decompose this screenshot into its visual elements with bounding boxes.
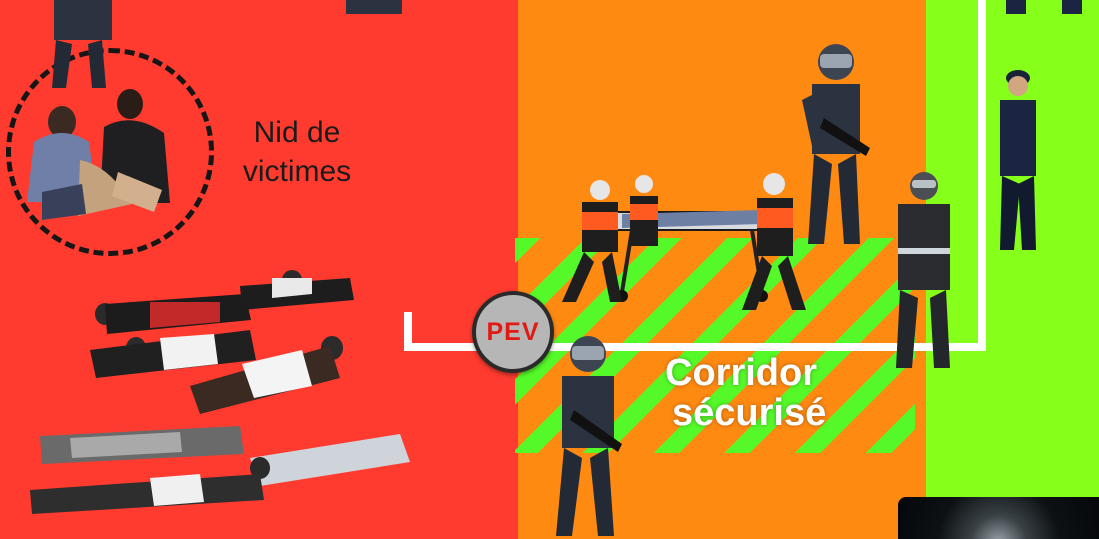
corridor-label-line2: sécurisé: [672, 392, 827, 434]
armed-police-icon: [346, 0, 402, 14]
pev-label: PEV: [486, 317, 540, 346]
police-officer-icon: [1000, 70, 1036, 250]
armed-police-icon: [556, 336, 622, 536]
corridor-line-left-vertical: [404, 312, 412, 350]
victims-nest-label: Nid de victimes: [222, 113, 372, 191]
victims-nest-label-line1: Nid de: [253, 116, 341, 149]
video-thumbnail[interactable]: [898, 497, 1099, 539]
armed-police-icon: [802, 44, 870, 244]
stretcher-team-icon: [562, 173, 806, 310]
lying-victims-icon: [30, 270, 410, 514]
police-officer-icon: [1006, 0, 1082, 14]
seated-victims-icon: [27, 89, 170, 220]
victims-nest-circle: [6, 48, 214, 256]
firefighter-icon: [896, 172, 950, 368]
corridor-label-line1: Corridor: [665, 352, 817, 394]
armed-police-icon: [52, 0, 112, 88]
corridor-line-right-vertical: [978, 0, 986, 351]
victims-nest-label-line2: victimes: [242, 155, 352, 188]
pev-badge: PEV: [472, 291, 554, 373]
corridor-line-horizontal: [404, 343, 986, 351]
